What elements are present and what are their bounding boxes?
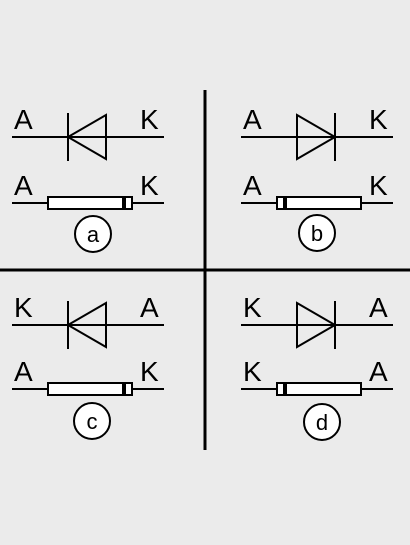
option-circle — [73, 402, 111, 440]
option-circle — [298, 214, 336, 252]
diode-triangle — [296, 301, 337, 349]
cathode-band — [283, 197, 287, 209]
package-body — [276, 382, 362, 396]
package-right-terminal-label: A — [369, 356, 388, 387]
quadrant-d: K A K Ad — [241, 292, 393, 441]
symbol-right-terminal-label: K — [140, 104, 159, 135]
cathode-band — [122, 383, 126, 395]
option-label: a — [87, 222, 100, 247]
option-label: d — [316, 410, 328, 435]
package-left-terminal-label: A — [14, 170, 33, 201]
option-circle — [74, 215, 112, 253]
symbol-left-terminal-label: K — [14, 292, 33, 323]
package-left-terminal-label: K — [243, 356, 262, 387]
package-body — [276, 196, 362, 210]
diode-triangle — [66, 301, 107, 349]
symbol-right-terminal-label: K — [369, 104, 388, 135]
package-right-terminal-label: K — [369, 170, 388, 201]
option-label: b — [311, 221, 323, 246]
diode-triangle — [66, 113, 107, 161]
cathode-band — [122, 197, 126, 209]
quadrant-c: K A A Kc — [12, 292, 164, 440]
symbol-left-terminal-label: A — [14, 104, 33, 135]
package-body — [47, 196, 133, 210]
symbol-right-terminal-label: A — [369, 292, 388, 323]
quadrant-b: A K A Kb — [241, 104, 393, 252]
diode-triangle — [296, 113, 337, 161]
symbol-left-terminal-label: K — [243, 292, 262, 323]
symbol-left-terminal-label: A — [243, 104, 262, 135]
package-left-terminal-label: A — [14, 356, 33, 387]
package-left-terminal-label: A — [243, 170, 262, 201]
package-body — [47, 382, 133, 396]
option-label: c — [87, 409, 98, 434]
option-circle — [303, 403, 341, 441]
symbol-right-terminal-label: A — [140, 292, 159, 323]
cathode-band — [283, 383, 287, 395]
quadrant-a: A K A Ka — [12, 104, 164, 253]
package-right-terminal-label: K — [140, 170, 159, 201]
package-right-terminal-label: K — [140, 356, 159, 387]
